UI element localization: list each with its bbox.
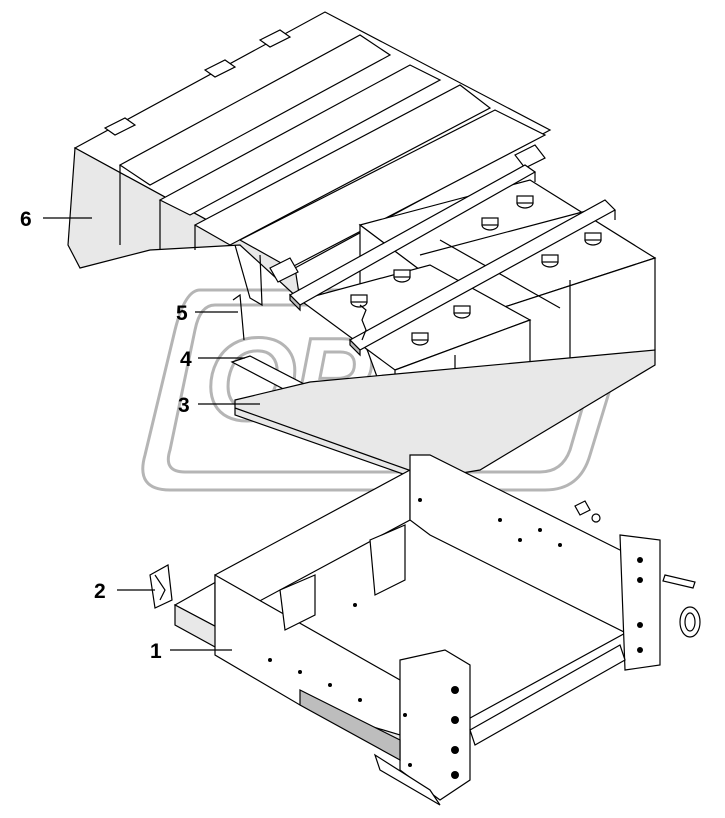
battery-terminals: [350, 195, 602, 346]
callout-6: 6: [20, 208, 32, 231]
battery-cover: [67, 11, 552, 307]
battery-tray: [173, 454, 661, 806]
hold-down-bolt: [232, 293, 367, 341]
callout-5: 5: [176, 302, 188, 325]
bracket-clip: [149, 564, 173, 609]
callout-leaders: [43, 217, 260, 651]
mounting-hardware: [574, 500, 701, 638]
battery-mat: [234, 349, 656, 481]
tray-holes: [268, 498, 643, 779]
callout-1: 1: [150, 640, 162, 663]
callout-3: 3: [178, 394, 190, 417]
callout-4: 4: [180, 348, 192, 371]
callout-2: 2: [94, 580, 106, 603]
clamping-bars: [289, 164, 616, 357]
